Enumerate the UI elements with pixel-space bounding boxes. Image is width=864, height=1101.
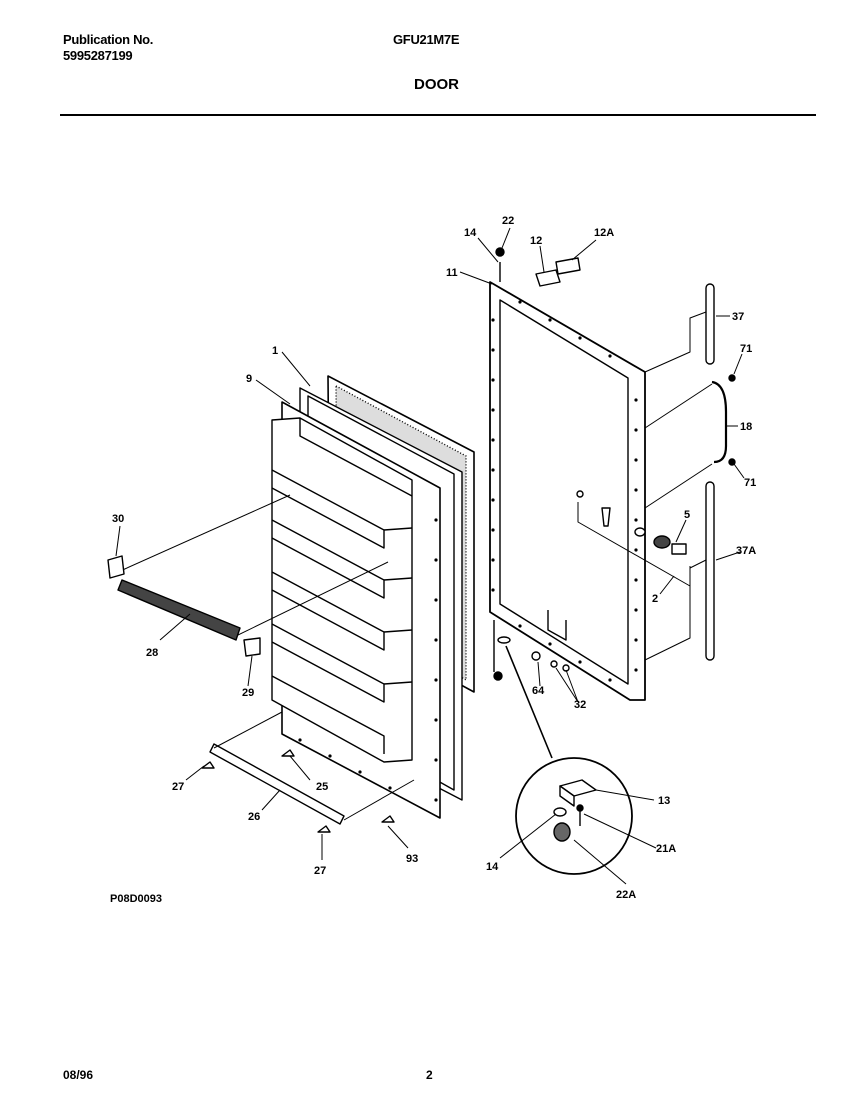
hinge-detail-circle: [515, 757, 633, 875]
inner-door-liner: [271, 401, 441, 819]
callout-label: 12: [530, 235, 542, 247]
callout-label: 30: [112, 513, 124, 525]
bottom-rail: [201, 711, 415, 833]
callout-label: 93: [406, 853, 418, 865]
callout-label: 28: [146, 647, 158, 659]
callout-label: 22A: [616, 889, 636, 901]
handle-assembly: [644, 283, 736, 661]
callout-label: 13: [658, 795, 670, 807]
callout-label: 5: [684, 509, 690, 521]
callout-label: 27: [314, 865, 326, 877]
section-title: DOOR: [414, 76, 459, 93]
callout-label: 71: [740, 343, 752, 355]
callout-label: 14: [486, 861, 499, 873]
latch-parts: [576, 490, 691, 587]
callout-label: 2: [652, 593, 658, 605]
callout-label: 37: [732, 311, 744, 323]
callout-labels: 1 9 30 28 29 27 25 26 27 93 11 14 22 12 …: [110, 215, 756, 905]
page-number: 2: [426, 1068, 433, 1082]
shelf-rail: [107, 494, 389, 657]
callout-label: 32: [574, 699, 586, 711]
drawing-code: P08D0093: [110, 893, 162, 905]
outer-door-panel: [489, 281, 646, 701]
leader-lines: [115, 227, 745, 885]
publication-number: 5995287199: [63, 48, 133, 63]
callout-label: 21A: [656, 843, 676, 855]
callout-label: 1: [272, 345, 278, 357]
footer-date: 08/96: [63, 1068, 94, 1082]
callout-label: 9: [246, 373, 252, 385]
callout-label: 12A: [594, 227, 614, 239]
callout-label: 14: [464, 227, 477, 239]
callout-label: 25: [316, 781, 328, 793]
callout-label: 18: [740, 421, 752, 433]
callout-label: 71: [744, 477, 756, 489]
header-rule: [60, 114, 816, 116]
callout-label: 64: [532, 685, 545, 697]
callout-label: 22: [502, 215, 514, 227]
callout-label: 26: [248, 811, 260, 823]
model-number: GFU21M7E: [393, 32, 460, 47]
publication-label: Publication No.: [63, 32, 154, 47]
top-hardware: [495, 247, 581, 287]
callout-label: 27: [172, 781, 184, 793]
bottom-hinge-hardware: [493, 620, 570, 759]
callout-label: 37A: [736, 545, 756, 557]
callout-label: 29: [242, 687, 254, 699]
callout-label: 11: [446, 267, 458, 279]
